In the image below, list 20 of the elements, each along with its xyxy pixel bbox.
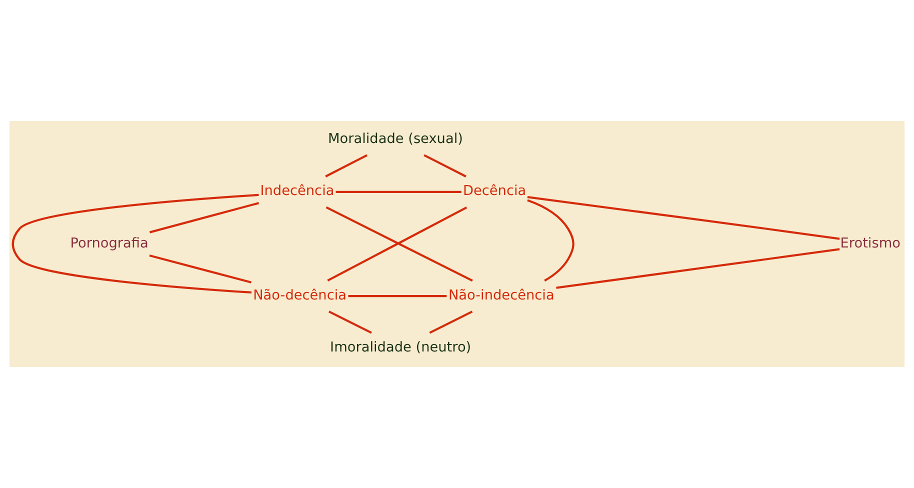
node-text: Não-decência xyxy=(253,287,347,304)
node-text: Não-indecência xyxy=(448,287,554,304)
connector xyxy=(12,194,259,294)
connector xyxy=(348,295,447,298)
connector xyxy=(556,248,840,289)
node-text: Pornografia xyxy=(70,235,148,252)
connector xyxy=(328,310,372,334)
connector xyxy=(424,154,466,178)
node-text: Moralidade (sexual) xyxy=(328,131,463,148)
node-text: Erotismo xyxy=(840,235,901,252)
node-text: Imoralidade (neutro) xyxy=(330,339,472,356)
connector xyxy=(429,310,473,334)
node-text: Indecência xyxy=(260,183,334,200)
connector xyxy=(336,190,462,193)
connector xyxy=(149,254,252,284)
connector xyxy=(325,154,368,178)
connector xyxy=(527,196,840,240)
connector xyxy=(149,202,260,234)
node-text: Decência xyxy=(462,183,526,200)
connector xyxy=(527,199,574,282)
